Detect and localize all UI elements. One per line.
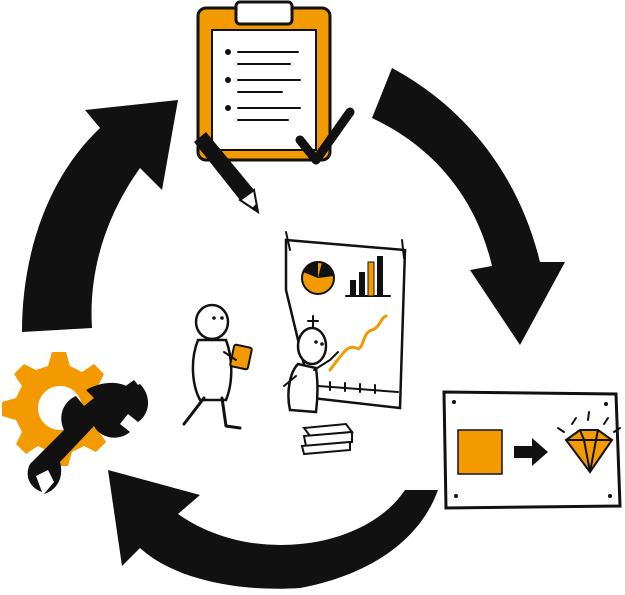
presentation-board-icon (284, 231, 407, 410)
wrench-icon (27, 380, 149, 494)
arrow-left (22, 100, 178, 332)
clipboard-checklist-icon (196, 0, 355, 165)
checklist-lines (225, 49, 301, 121)
arrow-right-icon (514, 438, 548, 466)
arrow-bottom (108, 470, 438, 589)
walking-figure-icon (182, 303, 253, 430)
orange-square-icon (457, 429, 503, 475)
gear-wrench-icon (2, 352, 149, 494)
checkmark-icon (295, 107, 355, 165)
pencil-icon (194, 132, 260, 215)
presenter-figure-icon (283, 315, 339, 414)
book-stack-icon (300, 422, 354, 456)
build-panel-icon (442, 390, 622, 510)
cycle-arrows (22, 68, 565, 589)
pie-chart-icon (301, 261, 335, 295)
gem-icon (557, 411, 621, 474)
trend-line (328, 314, 388, 372)
bar-chart-icon (345, 256, 391, 297)
arrow-top-right (372, 68, 565, 345)
